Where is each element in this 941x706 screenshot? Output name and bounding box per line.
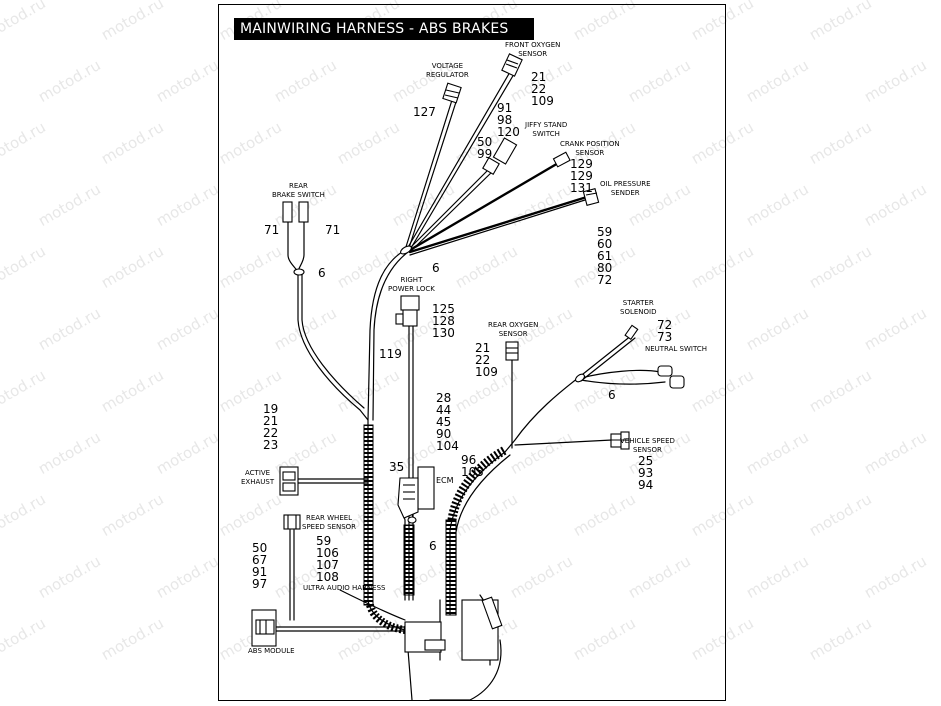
right-power-lock-label: RIGHT POWER LOCK bbox=[388, 276, 435, 293]
wire-rear-brake-switch-2 bbox=[297, 221, 305, 273]
crank-position-sensor-refs: 129 129 131 bbox=[570, 157, 593, 195]
rear-brake-switch-connector-left-icon bbox=[282, 201, 293, 223]
active-exhaust-refs: 19 21 22 23 bbox=[263, 402, 279, 452]
clip-icon bbox=[293, 268, 305, 276]
harness-clip-ref: 6 bbox=[432, 261, 440, 275]
right-power-lock-refs-b: 119 bbox=[379, 347, 402, 361]
vehicle-speed-sensor-icon bbox=[610, 431, 630, 450]
rear-wheel-speed-sensor-label: REAR WHEEL SPEED SENSOR bbox=[302, 514, 357, 531]
vehicle-speed-sensor-label: VEHICLE SPEED SENSOR bbox=[620, 437, 675, 454]
ecm-refs-c: 35 bbox=[389, 460, 405, 474]
voltage-regulator-refs: 127 bbox=[413, 105, 436, 119]
active-exhaust-connector-icon bbox=[279, 466, 299, 496]
bundle-clip-icon bbox=[400, 245, 412, 255]
oil-pressure-sender-icon bbox=[582, 188, 600, 206]
main-trunk-wire bbox=[367, 249, 406, 631]
oil-pressure-sender-label: OIL PRESSURE SENDER bbox=[600, 180, 651, 197]
rear-brake-clip-ref: 6 bbox=[318, 266, 326, 280]
starter-clip-icon bbox=[575, 373, 585, 383]
rear-brake-switch-refs-left: 71 bbox=[264, 223, 280, 237]
wire-jiffy-stand bbox=[409, 164, 494, 249]
voltage-regulator-label: VOLTAGE REGULATOR bbox=[426, 62, 469, 79]
neutral-switch-label: NEUTRAL SWITCH bbox=[645, 345, 707, 353]
crank-position-sensor-icon bbox=[552, 151, 571, 168]
ecm-refs-b: 96 105 bbox=[461, 453, 484, 479]
front-oxygen-sensor-label: FRONT OXYGEN SENSOR bbox=[505, 41, 561, 58]
wire-neutral-switch bbox=[580, 369, 661, 379]
wire-right-conduit-2 bbox=[455, 454, 511, 616]
abs-module-refs: 50 67 91 97 bbox=[252, 541, 268, 591]
ecm-clip-ref: 6 bbox=[429, 539, 437, 553]
jiffy-stand-switch-refs: 91 98 120 bbox=[497, 101, 520, 139]
active-exhaust-label: ACTIVE EXHAUST bbox=[241, 469, 275, 486]
rear-brake-switch-refs-right: 71 bbox=[325, 223, 341, 237]
rear-brake-switch-label: REAR BRAKE SWITCH bbox=[272, 182, 325, 199]
right-power-lock-icon bbox=[395, 295, 420, 327]
rear-oxygen-sensor-refs: 21 22 109 bbox=[475, 341, 498, 379]
wire-front-oxygen bbox=[406, 71, 511, 250]
rear-wheel-speed-sensor-refs: 59 106 107 108 bbox=[316, 534, 339, 584]
rear-wheel-speed-connector-icon bbox=[283, 514, 301, 530]
main-trunk-wire-inner bbox=[372, 251, 409, 421]
wire-oil-pressure-2 bbox=[409, 199, 586, 256]
diagram-frame bbox=[218, 4, 726, 701]
voltage-regulator-connector-icon bbox=[442, 82, 462, 104]
ecm-refs: 28 44 45 90 104 bbox=[436, 391, 459, 453]
wire-vehicle-speed bbox=[514, 439, 613, 446]
rear-oxygen-sensor-label: REAR OXYGEN SENSOR bbox=[488, 321, 539, 338]
conduit-right-curve bbox=[447, 446, 508, 521]
jiffy-stand-switch-label: JIFFY STAND SWITCH bbox=[525, 121, 568, 138]
wire-voltage-regulator-2 bbox=[408, 101, 457, 249]
conduit-right bbox=[445, 519, 457, 616]
wire-front-oxygen-2 bbox=[410, 73, 515, 249]
conduit-ecm bbox=[403, 524, 415, 596]
wire-voltage-regulator bbox=[404, 99, 453, 251]
oil-pressure-sender-refs: 59 60 61 80 72 bbox=[597, 225, 613, 287]
conduit-left bbox=[363, 424, 374, 606]
wire-rear-brake-switch-3 bbox=[301, 271, 365, 409]
crank-position-sensor-label: CRANK POSITION SENSOR bbox=[560, 140, 620, 157]
abs-module-label: ABS MODULE bbox=[248, 647, 295, 655]
jiffy-stand-switch-refs-b: 50 99 bbox=[477, 135, 493, 161]
neutral-switch-clip-ref: 6 bbox=[608, 388, 616, 402]
abs-module-icon bbox=[251, 609, 277, 647]
rear-brake-switch-connector-right-icon bbox=[298, 201, 309, 223]
right-power-lock-refs: 125 128 130 bbox=[432, 302, 455, 340]
wire-crank-position bbox=[408, 160, 562, 252]
bottom-bracket-icon bbox=[481, 596, 503, 630]
front-oxygen-sensor-refs: 21 22 109 bbox=[531, 70, 554, 108]
ecm-clip-icon bbox=[407, 516, 417, 524]
ecm-label: ECM bbox=[436, 476, 454, 485]
wire-jiffy-stand-2 bbox=[411, 167, 497, 251]
wire-rear-brake-switch bbox=[287, 221, 369, 421]
ecm-icon bbox=[397, 466, 435, 519]
neutral-switch-icon bbox=[657, 365, 685, 389]
ultra-audio-harness-label: ULTRA AUDIO HARNESS bbox=[303, 584, 386, 592]
bottom-connector-2-icon bbox=[424, 639, 446, 651]
wire-oil-pressure bbox=[408, 194, 592, 254]
vehicle-speed-sensor-refs: 25 93 94 bbox=[638, 454, 654, 492]
starter-solenoid-connector-icon bbox=[624, 324, 639, 340]
rear-oxygen-connector-icon bbox=[505, 341, 519, 361]
diagram-title: MAINWIRING HARNESS - ABS BRAKES bbox=[234, 18, 534, 40]
conduit-bottom-left bbox=[366, 603, 406, 634]
chassis-outline bbox=[407, 639, 502, 701]
front-oxygen-connector-icon bbox=[501, 53, 523, 77]
wire-neutral-switch-2 bbox=[580, 379, 666, 385]
starter-solenoid-refs: 72 73 bbox=[657, 318, 673, 344]
wire-starter-solenoid-2 bbox=[580, 337, 636, 382]
jiffy-stand-switch-icon bbox=[482, 137, 518, 175]
starter-solenoid-label: STARTER SOLENOID bbox=[620, 299, 657, 316]
